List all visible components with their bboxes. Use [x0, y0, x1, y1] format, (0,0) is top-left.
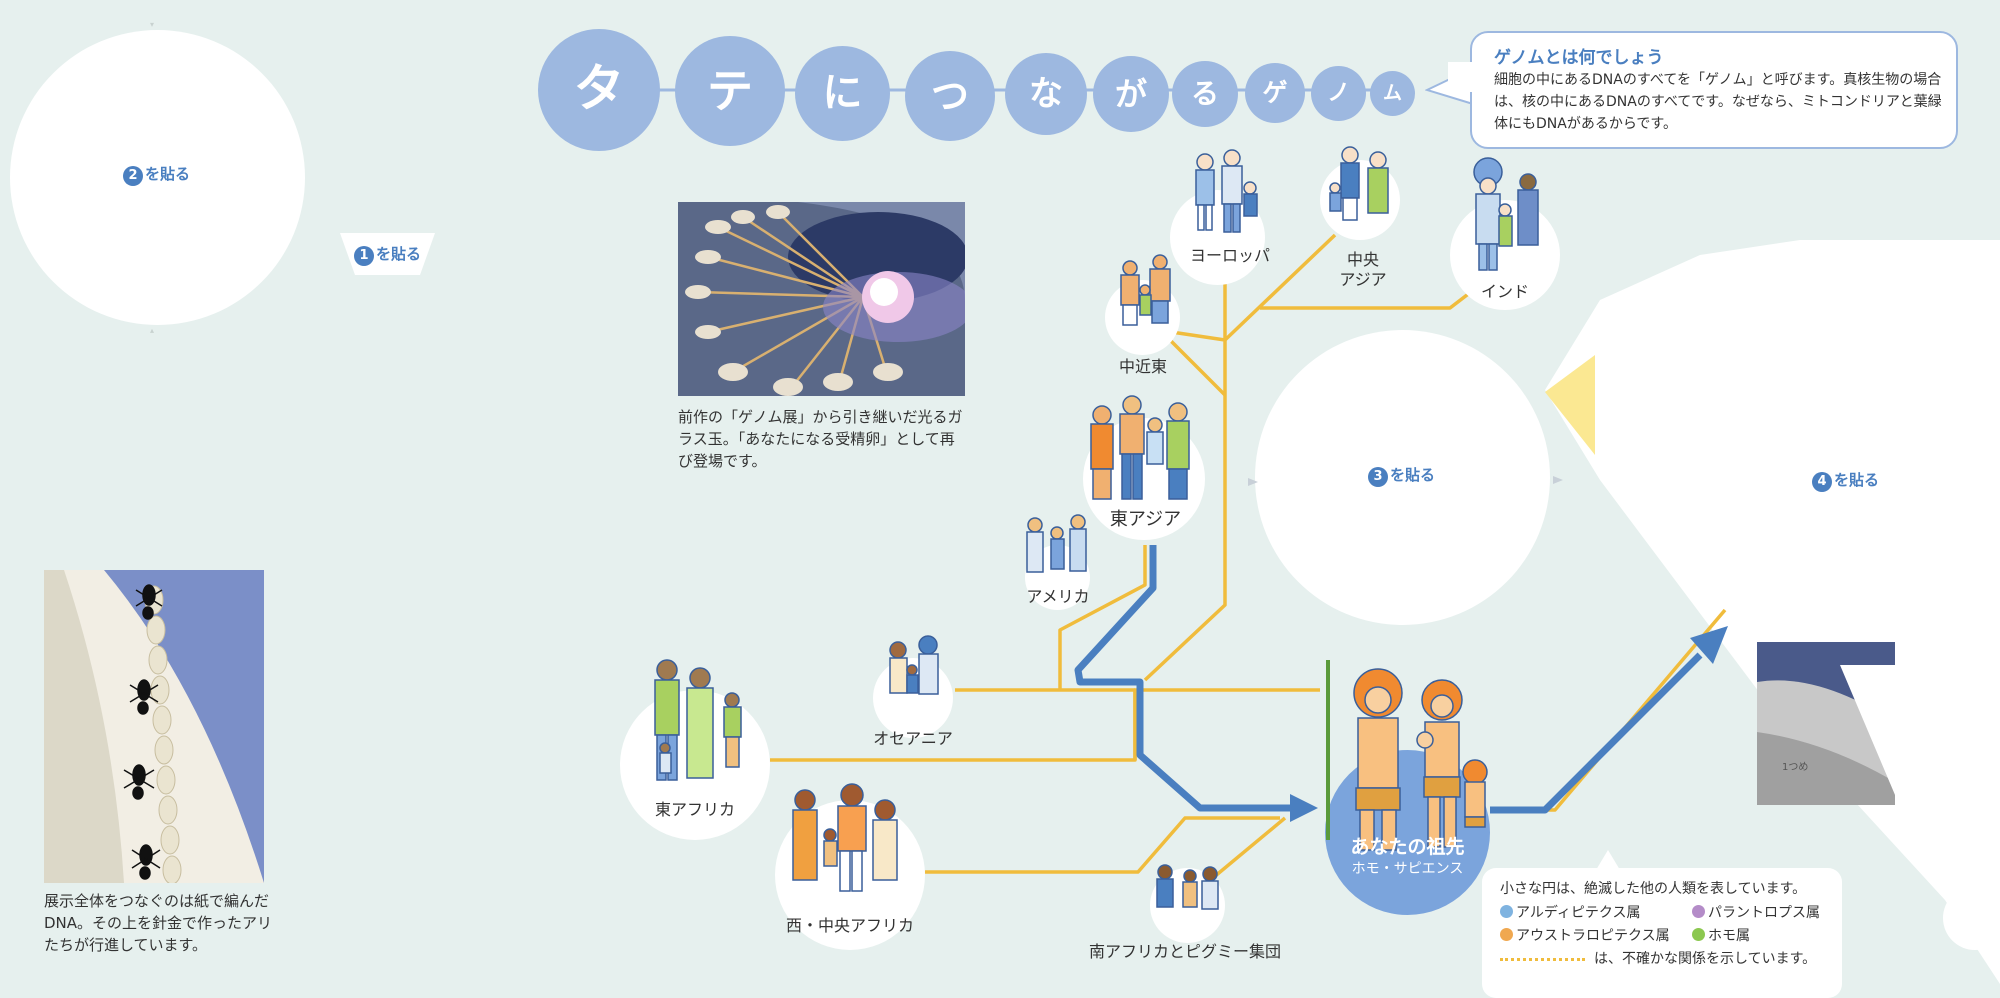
small-arrow [1553, 476, 1563, 484]
route-south-africa [1206, 816, 1287, 884]
bubble-tail-mask [1448, 62, 1474, 92]
title-char-circle: ム [1370, 71, 1415, 116]
ancestor-subtitle: ホモ・サピエンス [1351, 861, 1464, 877]
route-west-africa [925, 816, 1280, 874]
label-east-asia: 東アジア [1109, 509, 1182, 530]
label-south-africa-pygmy: 南アフリカとピグミー集団 [1088, 942, 1281, 961]
title-char-circle: に [795, 46, 890, 141]
title-char-circle: が [1093, 56, 1169, 132]
west-africa-figures [792, 783, 898, 892]
label-europe: ヨーロッパ [1189, 246, 1270, 265]
ancestor-figures [1326, 660, 1488, 851]
title-char-circle: な [1005, 53, 1087, 135]
corner-circle [1943, 886, 2000, 950]
legend-dotted-line [1500, 958, 1585, 961]
route-near-east [1143, 328, 1227, 682]
legend-item: アウストラロピテクス属 [1500, 925, 1670, 945]
legend-tail [1596, 850, 1620, 870]
blue-arrowhead-1 [1290, 794, 1318, 822]
india-figures [1473, 157, 1539, 271]
route-america [1058, 545, 1147, 670]
glass-ball-image [678, 202, 965, 396]
ants-caption: 展示全体をつなぐのは紙で編んだDNA。その上を針金で作ったアリたちが行進していま… [44, 892, 273, 954]
genome-info-box: ゲノムとは何でしょう 細胞の中にあるDNAのすべてを「ゲノム」と呼びます。真核生… [1470, 31, 1958, 149]
east-africa-figures [654, 659, 742, 781]
ants-image [44, 570, 264, 883]
svg-text:1つめ: 1つめ [1782, 761, 1808, 773]
placeholder-2-circle [10, 30, 305, 325]
ants-photo [44, 570, 264, 883]
legend-dotted-note: は、不確かな関係を示しています。 [1594, 951, 1817, 967]
label-west-central-africa: 西・中央アフリカ [785, 916, 914, 935]
legend-item: パラントロプス属 [1692, 902, 1820, 922]
glass-ball-photo [678, 202, 965, 396]
route-near-east-branch [1168, 338, 1227, 397]
route-blue-main [1074, 545, 1290, 812]
genome-heading: ゲノムとは何でしょう [1494, 48, 1664, 68]
legend-dot-blue [1500, 905, 1513, 918]
ancestor-title: あなたの祖先 [1350, 836, 1465, 858]
legend-item: アルディピテクス属 [1500, 902, 1640, 922]
legend-item: ホモ属 [1692, 925, 1750, 945]
label-east-africa: 東アフリカ [654, 800, 735, 819]
label-america: アメリカ [1026, 587, 1090, 606]
legend-intro: 小さな円は、絶滅した他の人類を表しています。 [1500, 881, 1807, 897]
tick-mark: ▴ [150, 326, 155, 335]
ancestor-circle [1325, 750, 1490, 915]
placeholder-3-circle [1255, 330, 1550, 625]
glass-ball-caption: 前作の「ゲノム展」から引き継いだ光るガラス玉。「あなたになる受精卵」として再び登… [678, 408, 963, 470]
title-char-circle: つ [905, 51, 995, 141]
europe-figures [1195, 149, 1258, 233]
partial-photo-mask [1840, 665, 1960, 840]
label-india: インド [1480, 282, 1529, 301]
legend-dot-orange [1500, 928, 1513, 941]
title-char-circle: テ [675, 36, 785, 146]
title-char-circle: ノ [1311, 66, 1366, 121]
south-africa-figures [1156, 864, 1219, 910]
route-central-asia [1223, 233, 1337, 342]
label-oceania: オセアニア [873, 729, 953, 748]
legend-dot-green [1692, 928, 1705, 941]
title-char-circle: タ [538, 29, 660, 151]
tick-mark: ▾ [150, 20, 155, 29]
america-figures [1026, 514, 1087, 573]
legend-box: 小さな円は、絶滅した他の人類を表しています。 アルディピテクス属 パラントロプス… [1482, 868, 1842, 998]
title-char-circle: ゲ [1245, 63, 1305, 123]
central-asia-figures [1329, 146, 1389, 221]
label-central-asia: 中央 アジア [1339, 250, 1387, 289]
legend-dot-purple [1692, 905, 1705, 918]
blue-arrowhead-2 [1690, 626, 1728, 664]
east-asia-figures [1090, 395, 1190, 500]
title-char-circle: る [1172, 61, 1238, 127]
near-east-figures [1120, 254, 1171, 326]
genome-body: 細胞の中にあるDNAのすべてを「ゲノム」と呼びます。真核生物の場合は、核の中にあ… [1494, 72, 1942, 132]
yellow-triangle [1545, 355, 1595, 455]
oceania-figures [889, 635, 939, 695]
label-near-east: 中近東 [1118, 357, 1167, 376]
route-blue-right [1490, 652, 1703, 814]
small-arrow [1248, 478, 1258, 486]
